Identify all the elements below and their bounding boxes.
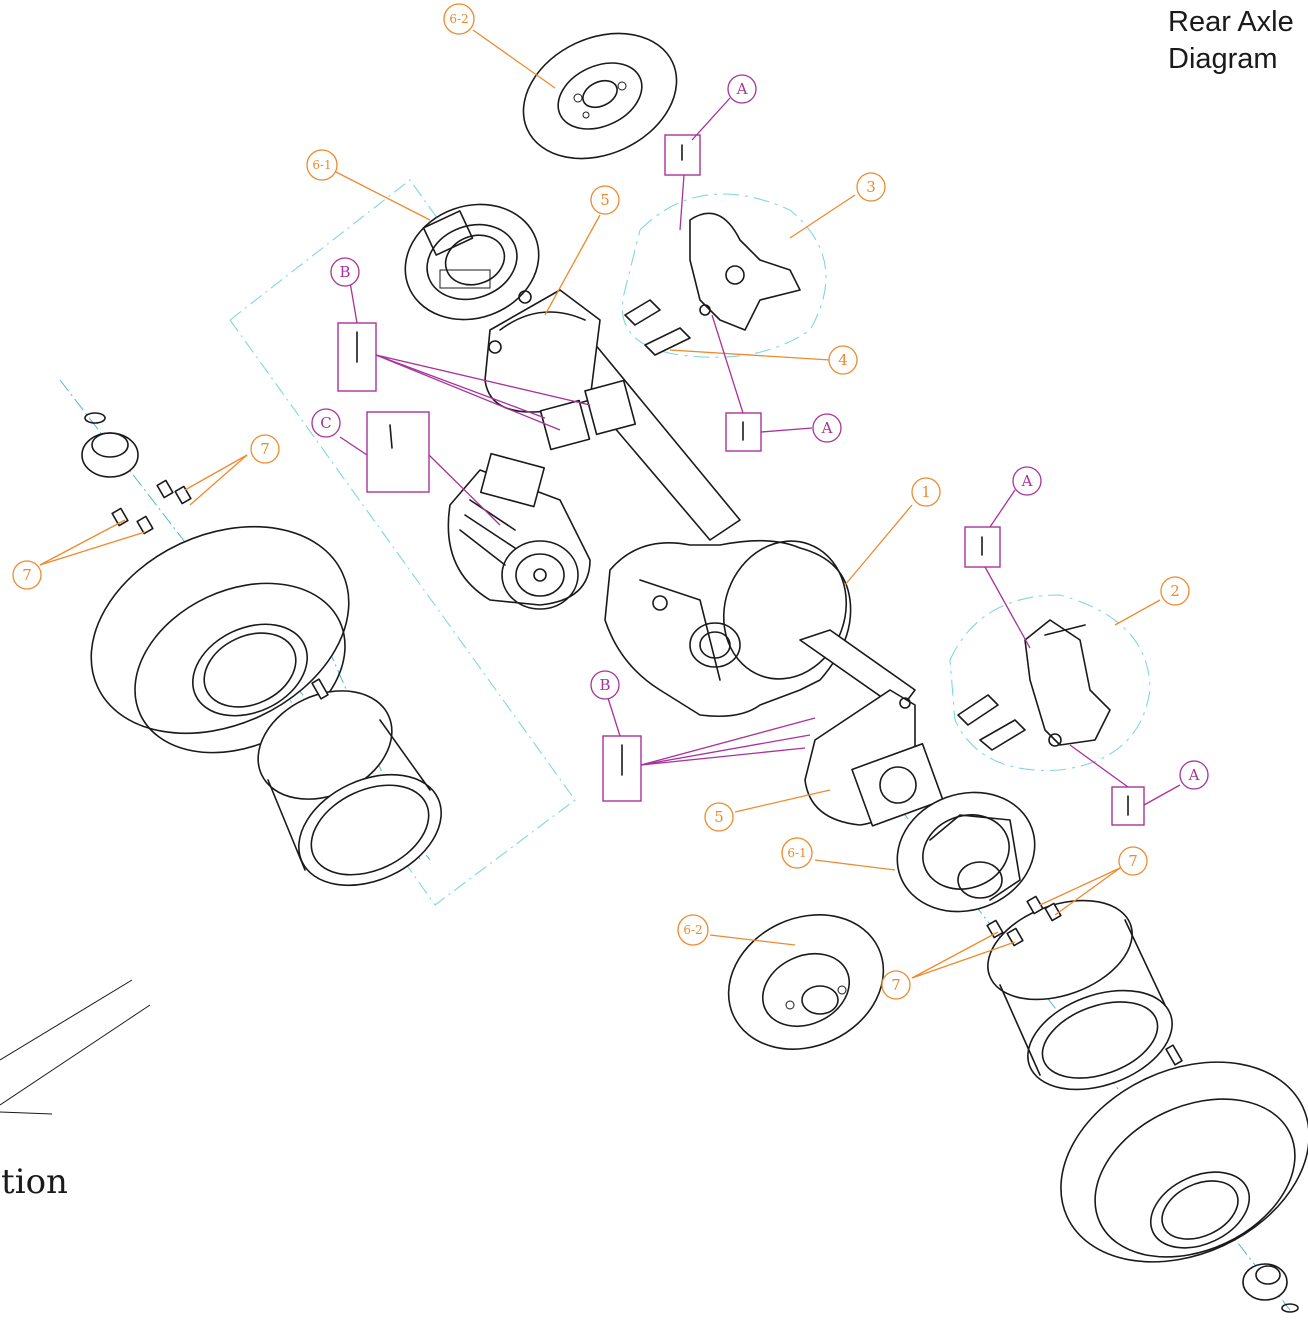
part-leaders xyxy=(39,29,1161,979)
brake-disc-top xyxy=(522,32,678,160)
callout-label: 7 xyxy=(1128,852,1138,870)
callout-label: A xyxy=(1188,766,1200,784)
caliper-right xyxy=(949,594,1151,771)
hub-top xyxy=(404,203,540,321)
callout-6-1-top: 6-1 xyxy=(306,149,338,181)
callout-label: 6-2 xyxy=(449,12,468,26)
callout-label: 3 xyxy=(866,178,876,196)
callout-label: 7 xyxy=(260,440,270,458)
callout-7-left-lower: 7 xyxy=(12,560,42,590)
fastener-boxes xyxy=(337,134,1145,826)
callout-B-top: B xyxy=(330,257,360,287)
direction-arrow xyxy=(0,979,151,1115)
callout-7-right-upper: 7 xyxy=(1118,846,1148,876)
backing-plate-right xyxy=(804,689,944,827)
rim-left xyxy=(257,690,442,887)
callout-label: B xyxy=(599,676,610,694)
tire-right xyxy=(1060,1061,1308,1263)
callout-A-mid: A xyxy=(812,413,842,443)
callout-label: 7 xyxy=(891,976,901,994)
callout-label: 1 xyxy=(921,483,931,501)
callout-5-top: 5 xyxy=(590,185,620,215)
callout-4: 4 xyxy=(828,345,858,375)
callout-1: 1 xyxy=(911,477,941,507)
callout-3: 3 xyxy=(856,172,886,202)
differential xyxy=(604,539,916,718)
direction-label: ction xyxy=(0,1162,68,1202)
callout-label: C xyxy=(320,414,331,432)
lug-nuts xyxy=(111,479,1183,1066)
callout-label: 6-1 xyxy=(312,158,331,172)
callout-label: A xyxy=(821,419,833,437)
rim-right xyxy=(987,899,1173,1091)
callout-label: 2 xyxy=(1170,582,1180,600)
callout-C: C xyxy=(311,408,341,438)
callout-label: B xyxy=(339,263,350,281)
callout-2: 2 xyxy=(1160,576,1190,606)
hub-right xyxy=(896,791,1036,913)
callout-6-2-lower: 6-2 xyxy=(677,914,709,946)
callout-5-right: 5 xyxy=(704,802,734,832)
callout-6-1-right: 6-1 xyxy=(781,837,813,869)
brake-disc-lower xyxy=(727,914,885,1050)
callout-label: 6-2 xyxy=(683,923,702,937)
callout-label: 6-1 xyxy=(787,846,806,860)
title-line-1: Rear Axle xyxy=(1168,6,1294,38)
callout-B-lower: B xyxy=(590,670,620,700)
fastener-leaders xyxy=(339,97,1181,806)
callout-A-top: A xyxy=(727,74,757,104)
callout-label: A xyxy=(736,80,748,98)
caliper-top xyxy=(621,193,827,358)
callout-label: A xyxy=(1021,472,1033,490)
hub-cap-left xyxy=(81,412,139,478)
motor xyxy=(447,452,591,610)
axle-tube xyxy=(484,289,741,541)
callout-6-2-top: 6-2 xyxy=(443,3,475,35)
title-line-2: Diagram xyxy=(1168,43,1278,75)
callout-7-right-lower: 7 xyxy=(881,970,911,1000)
callout-label: 7 xyxy=(22,566,32,584)
callout-A-right-bottom: A xyxy=(1179,760,1209,790)
hub-cap-right xyxy=(1242,1263,1299,1313)
callout-label: 4 xyxy=(838,351,848,369)
callout-7-left-upper: 7 xyxy=(250,434,280,464)
diagram-title: Rear Axle Diagram xyxy=(1168,4,1294,78)
callout-A-right-top: A xyxy=(1012,466,1042,496)
callout-label: 5 xyxy=(714,808,724,826)
callout-label: 5 xyxy=(600,191,610,209)
